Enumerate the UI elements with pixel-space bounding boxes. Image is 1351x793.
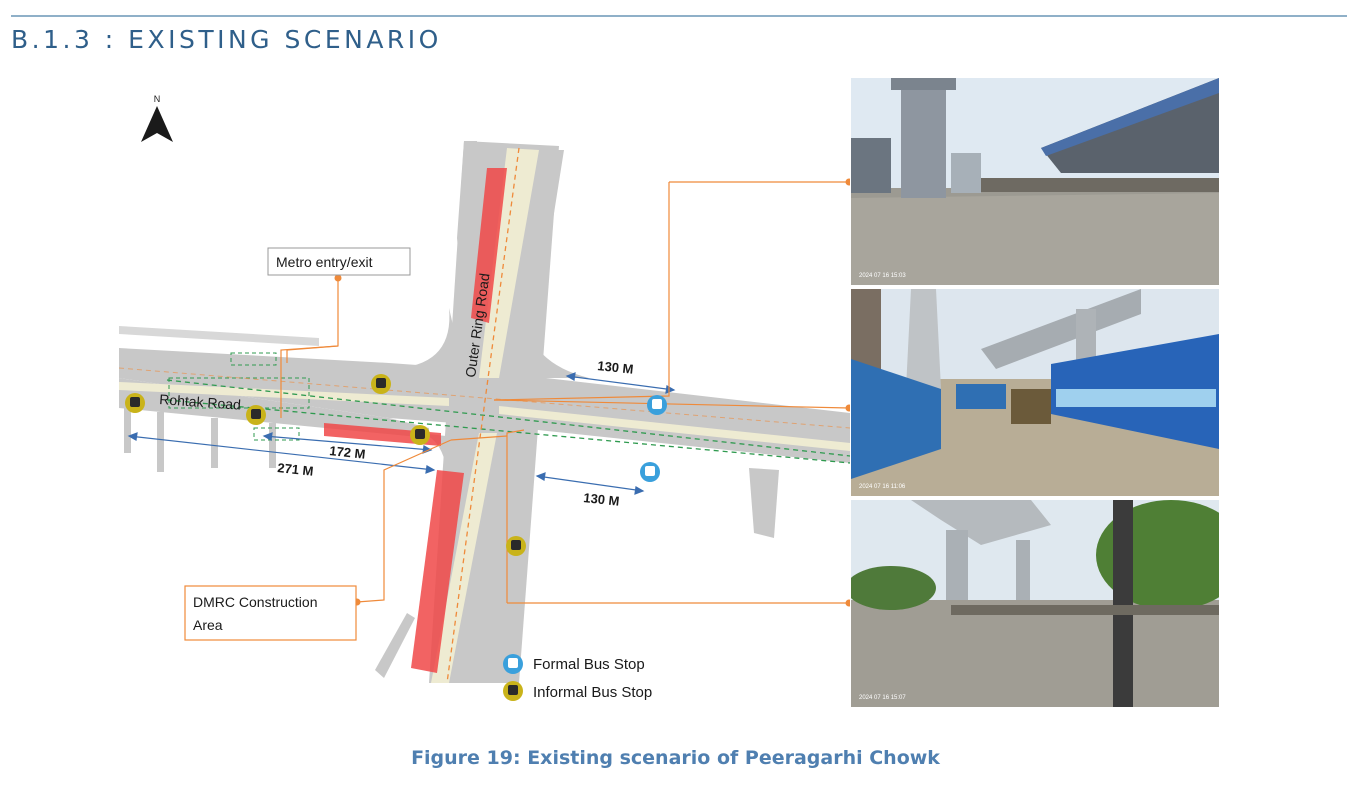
figure-caption: Figure 19: Existing scenario of Peeragar… (411, 747, 940, 769)
construction-zone-north (471, 168, 507, 323)
photo-1-timestamp: 2024 07 16 15:03 (859, 273, 906, 279)
formal-bus-stop-icon (640, 462, 660, 482)
informal-bus-stop-icon (371, 374, 391, 394)
distance-130-bottom: 130 M (583, 490, 621, 509)
distance-271: 271 M (277, 460, 315, 479)
distance-172: 172 M (329, 443, 367, 462)
north-label: N (154, 94, 161, 104)
informal-bus-stop-icon (125, 393, 145, 413)
construction-zone-south (411, 470, 464, 673)
informal-bus-stop-icon (506, 536, 526, 556)
informal-bus-stop-icon (410, 425, 430, 445)
site-photo-2: 2024 07 16 11:06 (851, 289, 1219, 496)
legend-informal-label: Informal Bus Stop (533, 684, 652, 701)
informal-bus-stop-icon (246, 405, 266, 425)
legend-informal-icon (503, 681, 523, 701)
site-photo-3: 2024 07 16 15:07 (851, 500, 1219, 707)
metro-callout-box (267, 247, 411, 276)
ring-road-median (479, 148, 539, 378)
dmrc-callout-line1: DMRC Construction (193, 594, 317, 610)
legend-formal-icon (503, 654, 523, 674)
section-heading: B.1.3 : EXISTING SCENARIO (11, 25, 442, 54)
dmrc-callout-line2: Area (193, 617, 223, 633)
formal-bus-stop-icon (647, 395, 667, 415)
photo-2-timestamp: 2024 07 16 11:06 (859, 484, 906, 490)
metro-callout-text: Metro entry/exit (276, 254, 373, 270)
site-photo-1: 2024 07 16 15:03 (851, 78, 1219, 285)
dmrc-callout-box (184, 585, 357, 641)
junction-map: N Outer Ring Road Rohtak Road 130 M 130 … (118, 78, 853, 712)
distance-130-top: 130 M (597, 358, 635, 377)
photo-3-timestamp: 2024 07 16 15:07 (859, 695, 906, 701)
top-rule (11, 15, 1347, 17)
north-arrow-icon (141, 106, 173, 142)
legend-formal-label: Formal Bus Stop (533, 656, 645, 673)
rohtak-road-label: Rohtak Road (159, 391, 242, 413)
